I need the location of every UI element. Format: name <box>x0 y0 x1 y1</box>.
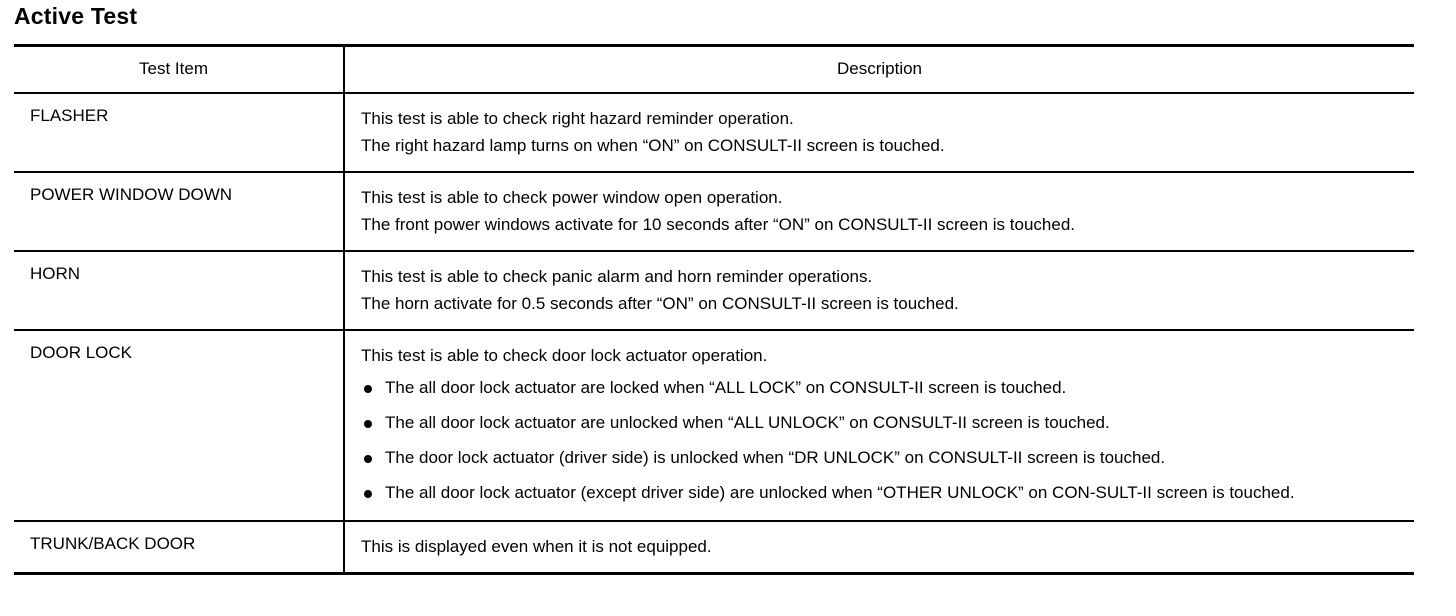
bullet-icon <box>364 420 372 428</box>
description-line: This test is able to check panic alarm a… <box>361 267 873 286</box>
cell-description: This test is able to check power window … <box>344 172 1414 252</box>
bullet-text: The all door lock actuator are locked wh… <box>385 378 1067 397</box>
description-line: This is displayed even when it is not eq… <box>361 537 712 556</box>
table-row: HORN This test is able to check panic al… <box>14 251 1414 331</box>
active-test-table: Test Item Description FLASHER This test … <box>14 44 1414 575</box>
bullet-text: The all door lock actuator are unlocked … <box>385 413 1110 432</box>
bullet-icon <box>364 455 372 463</box>
table-row: POWER WINDOW DOWN This test is able to c… <box>14 172 1414 252</box>
description-line: The front power windows activate for 10 … <box>361 215 1075 234</box>
column-header-test-item: Test Item <box>14 44 345 94</box>
page-title: Active Test <box>14 3 138 29</box>
list-item: The all door lock actuator are unlocked … <box>361 410 1404 436</box>
column-header-description: Description <box>344 44 1414 94</box>
table-row: TRUNK/BACK DOOR This is displayed even w… <box>14 521 1414 575</box>
table-row: DOOR LOCK This test is able to check doo… <box>14 330 1414 522</box>
description-line: This test is able to check power window … <box>361 188 783 207</box>
list-item: The all door lock actuator are locked wh… <box>361 375 1404 401</box>
bullet-text: The door lock actuator (driver side) is … <box>385 448 1166 467</box>
table-body: FLASHER This test is able to check right… <box>14 93 1414 575</box>
cell-test-item: POWER WINDOW DOWN <box>14 172 345 252</box>
list-item: The all door lock actuator (except drive… <box>361 480 1404 506</box>
cell-description: This is displayed even when it is not eq… <box>344 521 1414 575</box>
active-test-table-container: Test Item Description FLASHER This test … <box>14 44 1414 575</box>
cell-description: This test is able to check right hazard … <box>344 93 1414 173</box>
bullet-text: The all door lock actuator (except drive… <box>385 483 1295 502</box>
description-bullet-list: The all door lock actuator are locked wh… <box>361 375 1404 506</box>
cell-test-item: DOOR LOCK <box>14 330 345 522</box>
bullet-icon <box>364 490 372 498</box>
description-line: The horn activate for 0.5 seconds after … <box>361 294 959 313</box>
cell-test-item: TRUNK/BACK DOOR <box>14 521 345 575</box>
list-item: The door lock actuator (driver side) is … <box>361 445 1404 471</box>
cell-description: This test is able to check panic alarm a… <box>344 251 1414 331</box>
table-row: FLASHER This test is able to check right… <box>14 93 1414 173</box>
table-header-row: Test Item Description <box>14 44 1414 94</box>
bullet-icon <box>364 385 372 393</box>
cell-test-item: FLASHER <box>14 93 345 173</box>
description-line: This test is able to check right hazard … <box>361 109 794 128</box>
cell-test-item: HORN <box>14 251 345 331</box>
table-header: Test Item Description <box>14 44 1414 94</box>
description-line: This test is able to check door lock act… <box>361 346 768 365</box>
description-line: The right hazard lamp turns on when “ON”… <box>361 136 945 155</box>
cell-description: This test is able to check door lock act… <box>344 330 1414 522</box>
